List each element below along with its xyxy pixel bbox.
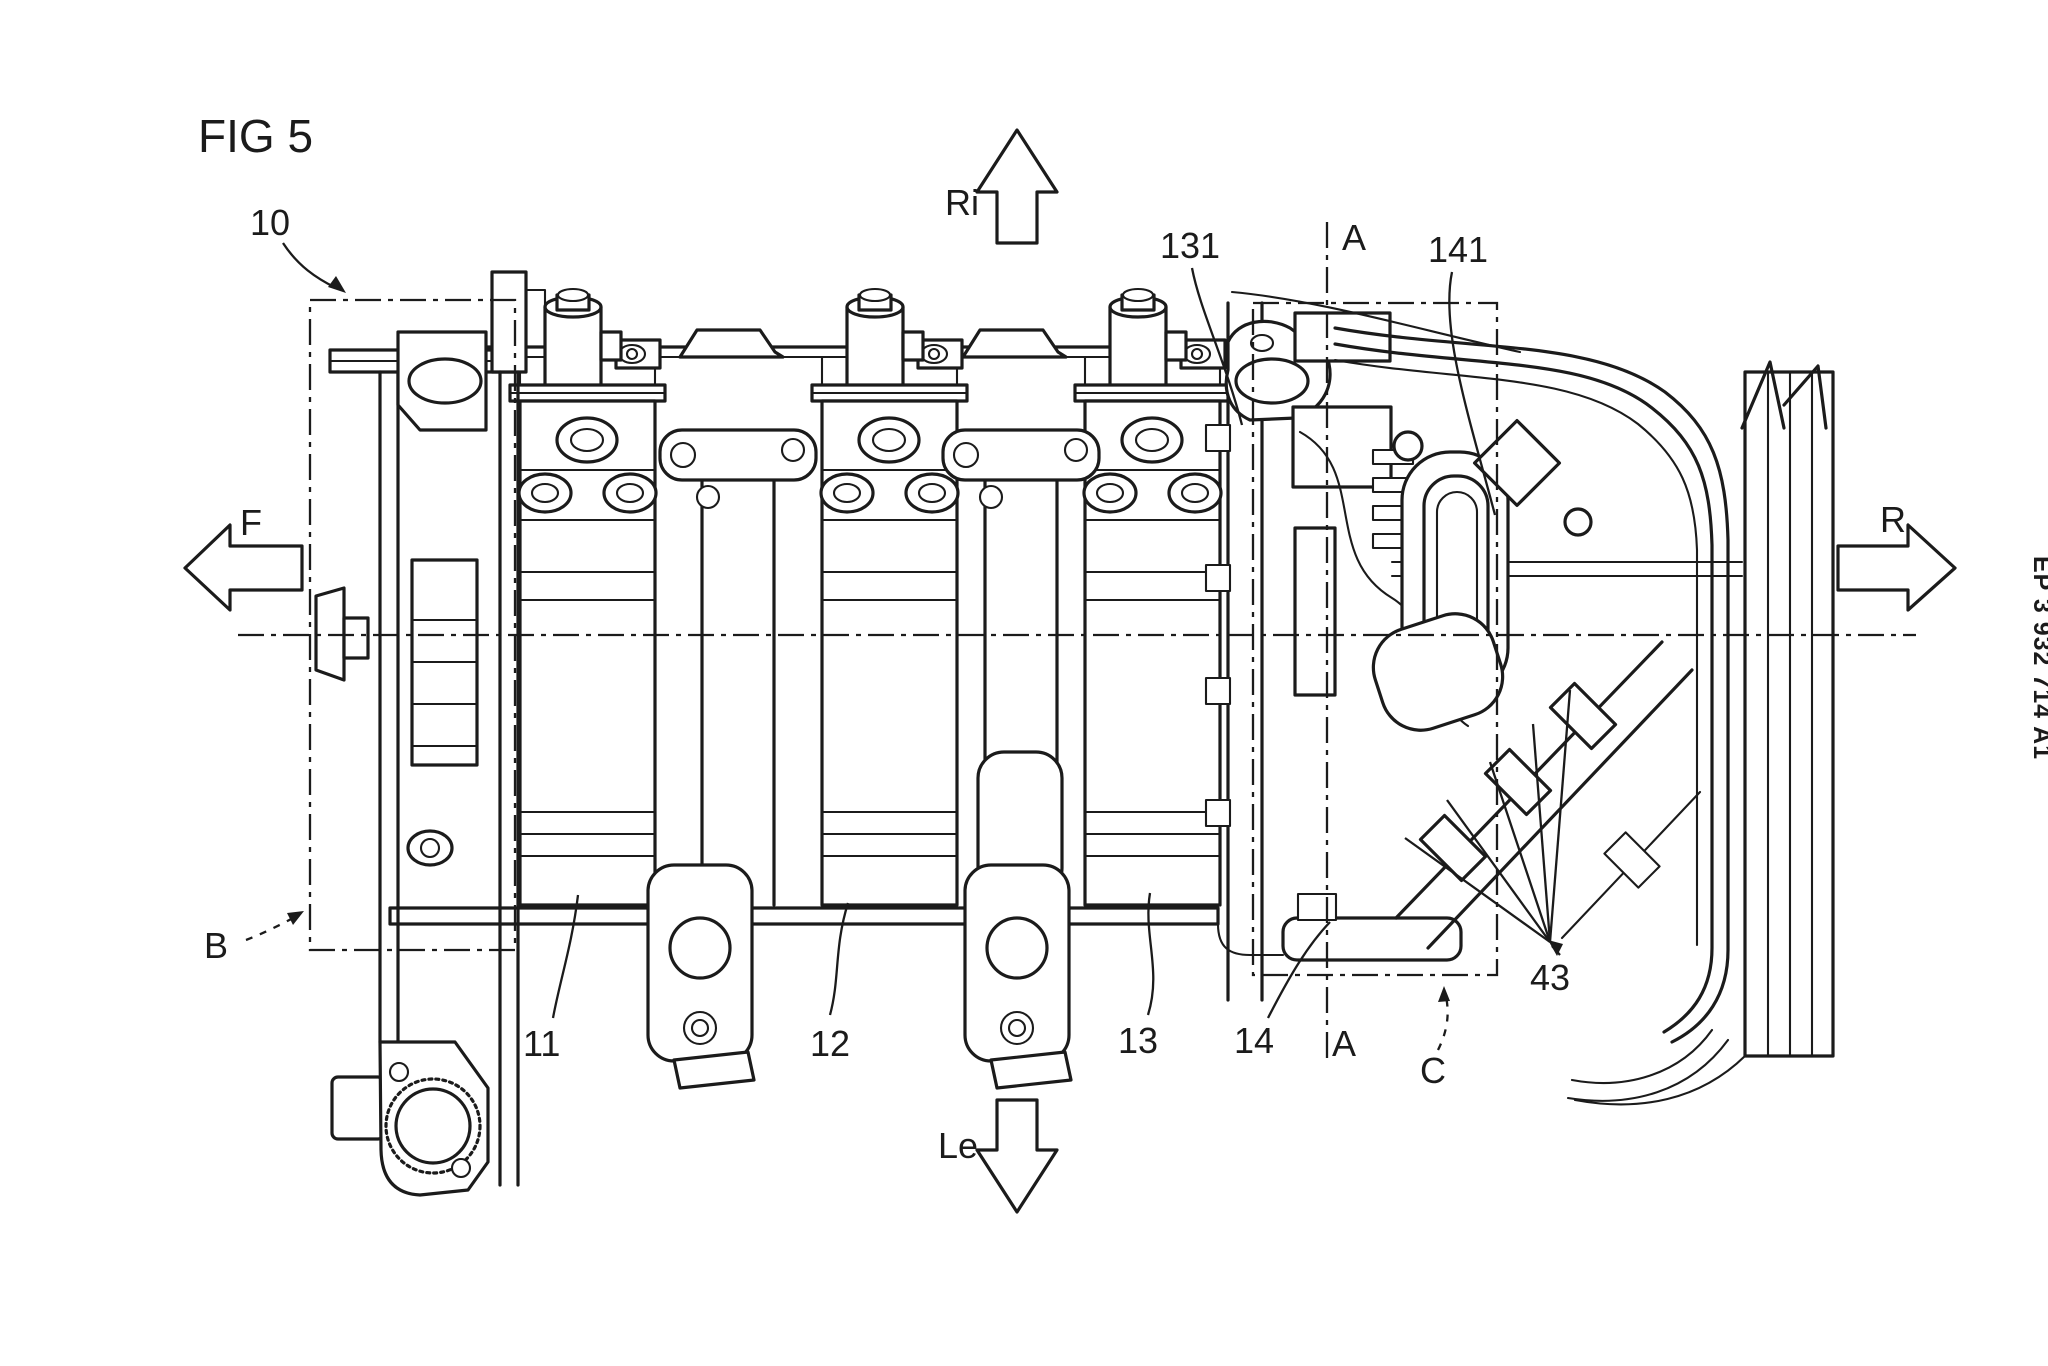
- detail-c-boundary-box: [1251, 301, 1499, 977]
- ref-141: 141: [1428, 229, 1488, 270]
- arrow-down-icon: [975, 1098, 1059, 1214]
- arrow-label-r: R: [1880, 499, 1906, 540]
- ref-12: 12: [810, 1023, 850, 1064]
- ref-131: 131: [1160, 225, 1220, 266]
- arrow-left-icon: [183, 523, 304, 612]
- arrow-right-icon: [1836, 523, 1957, 612]
- harness-connector-cluster: [1298, 418, 1744, 950]
- front-bracket-assembly: [314, 270, 528, 1197]
- arrow-label-ri: Ri: [945, 182, 979, 223]
- mount-foot-1: [646, 863, 756, 1090]
- detail-b-boundary-box: [308, 298, 517, 952]
- detail-marker-c: C: [1420, 1050, 1446, 1091]
- battery-module-front: [508, 287, 667, 907]
- mount-foot-2: [963, 863, 1073, 1090]
- rear-end-block: [1573, 360, 1835, 1106]
- figure-title: FIG 5: [198, 110, 313, 162]
- arrow-label-le: Le: [938, 1125, 978, 1166]
- ref-43: 43: [1530, 957, 1570, 998]
- ref-10: 10: [250, 202, 290, 243]
- battery-module-middle: [810, 287, 969, 907]
- section-marker-a-top: A: [1342, 217, 1366, 258]
- arrow-label-f: F: [240, 502, 262, 543]
- leader-lines: [245, 242, 1572, 1051]
- section-marker-a-bottom: A: [1332, 1023, 1356, 1064]
- ref-14: 14: [1234, 1020, 1274, 1061]
- ref-13: 13: [1118, 1020, 1158, 1061]
- wire-harness-bundle: [1230, 290, 1730, 1102]
- module-joint-bracket-1: [658, 428, 818, 907]
- ref-11: 11: [523, 1023, 560, 1064]
- direction-arrows: [183, 128, 1957, 1214]
- patent-number: EP 3 932 714 A1: [2028, 556, 2048, 760]
- arrow-up-icon: [975, 128, 1059, 245]
- detail-marker-b: B: [204, 925, 228, 966]
